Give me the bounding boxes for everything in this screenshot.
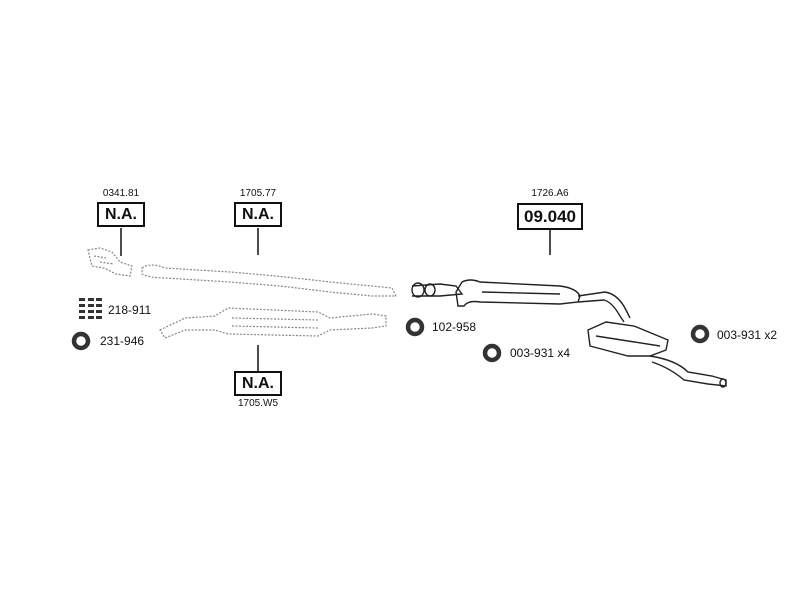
clamp-bolt-set-icon	[79, 298, 102, 319]
centre-silencer-part[interactable]	[411, 279, 631, 323]
accessory-label-003-931-x4[interactable]: 003-931 x4	[510, 346, 571, 360]
rubber-ring-icon	[482, 343, 502, 363]
price-box-1705-w5[interactable]: N.A.	[234, 371, 282, 396]
price-box-1726-a6[interactable]: 09.040	[517, 203, 583, 230]
accessory-label-102-958[interactable]: 102-958	[432, 320, 477, 334]
front-pipe-part[interactable]	[87, 247, 397, 297]
part-ref-1705-w5: 1705.W5	[237, 398, 279, 409]
accessory-label-218-911[interactable]: 218-911	[108, 303, 152, 317]
accessory-label-231-946[interactable]: 231-946	[100, 334, 145, 348]
rear-silencer-part[interactable]	[587, 321, 727, 388]
intermediate-pipe-part[interactable]	[159, 307, 387, 339]
part-ref-0341-81: 0341.81	[102, 188, 140, 199]
rubber-ring-icon	[405, 317, 425, 337]
rubber-ring-icon	[690, 324, 710, 344]
price-box-0341-81[interactable]: N.A.	[97, 202, 145, 227]
rubber-ring-icon	[71, 331, 91, 351]
part-ref-1705-77: 1705.77	[239, 188, 277, 199]
accessory-label-003-931-x2[interactable]: 003-931 x2	[717, 328, 778, 342]
price-box-1705-77[interactable]: N.A.	[234, 202, 282, 227]
part-ref-1726-a6: 1726.A6	[531, 188, 569, 199]
